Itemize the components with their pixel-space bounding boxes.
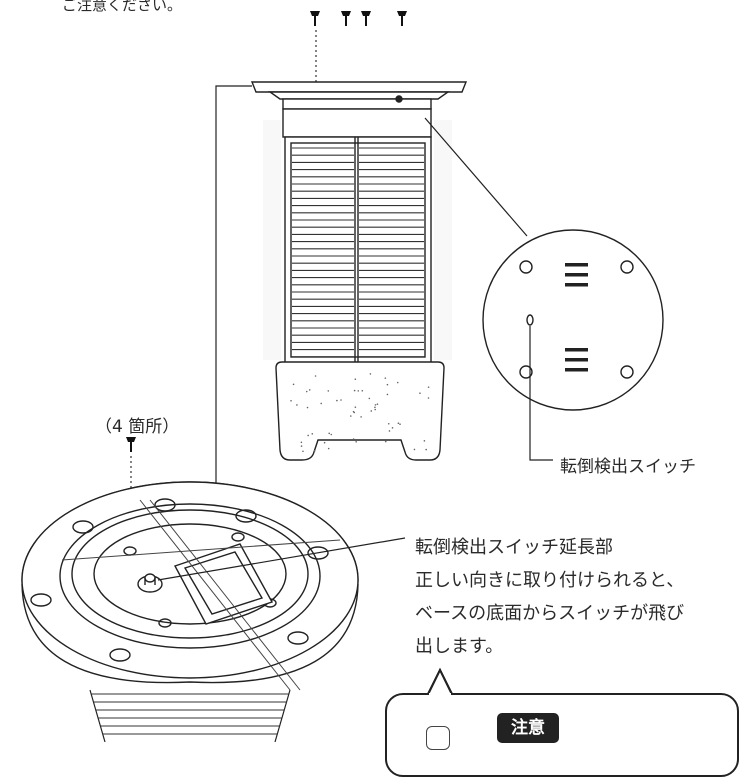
stone-dot [313,450,316,452]
switch-extension-line: 正しい向きに取り付けられると、 [415,570,685,591]
stone-dot [419,392,421,394]
stone-dot [323,441,326,444]
stone-dot [374,404,377,406]
switch-extension-note: 転倒検出スイッチ延長部 正しい向きに取り付けられると、 ベースの底面からスイッチ… [415,531,684,663]
stone-dot [314,375,317,377]
stone-dot [296,404,298,406]
stone-dot [349,415,352,417]
stone-dot [327,447,330,450]
stone-dot [336,399,338,402]
stone-dot [384,440,387,443]
screw-icon [397,11,407,26]
stone-dot [396,381,399,384]
stone-dot [353,389,356,392]
vent-slots-bottom [565,348,588,372]
stone-dot [328,432,331,435]
grill-mesh [292,147,424,358]
screw-count-label: （4 箇所） [95,417,180,437]
magnified-bottom-view [482,229,664,411]
top-note: ご注意ください。 [62,0,183,14]
stone-dot [305,390,308,393]
base-plate [21,481,359,684]
stone-dot [354,378,357,381]
stone-dot [355,440,357,443]
stone-dot [361,390,364,392]
screw-icon [310,11,320,26]
screw-icon [361,11,371,26]
stone-dot [352,438,355,440]
stone-dot [425,448,427,451]
stone-dot [330,433,333,436]
lower-grill-mesh [91,693,289,735]
stone-dot [387,422,390,425]
stone-dot [290,399,292,402]
switch-extension-line: 出します。 [415,636,504,657]
stone-dot [320,402,322,405]
stone-dot [300,445,303,447]
stone-dot [386,383,389,386]
stone-dot [352,410,355,413]
stone-dot [374,408,376,411]
stone-dot [311,433,314,435]
base-ribs [61,499,341,691]
stone-dot [384,377,387,379]
stone-dot [374,406,376,409]
caution-icon [426,726,450,750]
stone-dot [388,430,391,432]
stone-dot [369,373,372,375]
stone-texture [290,373,430,453]
stone-dot [423,440,426,442]
vent-slots-top [565,263,588,287]
stone-dot [308,389,311,391]
stone-dot [357,390,360,392]
device-base [275,361,445,461]
stone-dot [307,434,309,437]
assembly-diagram: ご注意ください。 （4 箇所） 転倒検出スイッチ 転倒検出スイッチ延長部 正しい… [21,0,739,777]
stone-dot [368,397,371,400]
stone-dot [376,403,379,405]
stone-dot [360,416,362,418]
stone-dot [391,427,394,429]
screw-icon [126,437,136,452]
caution-badge: 注意 [497,713,559,743]
lower-grill [89,689,291,742]
tilt-switch-label: 転倒検出スイッチ [560,457,696,477]
stone-dot [427,397,430,399]
stone-dot [370,410,373,412]
stone-dot [427,386,430,388]
stone-dot [399,423,401,426]
screw-icon [341,11,351,26]
stone-dot [413,448,416,451]
switch-extension-title: 転倒検出スイッチ延長部 [415,537,613,558]
stone-dot [302,450,304,453]
stone-dot [340,399,342,401]
stone-dot [306,406,309,409]
switch-extension-line: ベースの底面からスイッチが飛び [415,603,685,624]
stone-dot [300,441,303,444]
stone-dot [327,390,330,392]
stone-dot [386,393,389,396]
stone-dot [397,422,400,425]
stone-dot [354,406,357,408]
stone-dot [292,383,295,386]
